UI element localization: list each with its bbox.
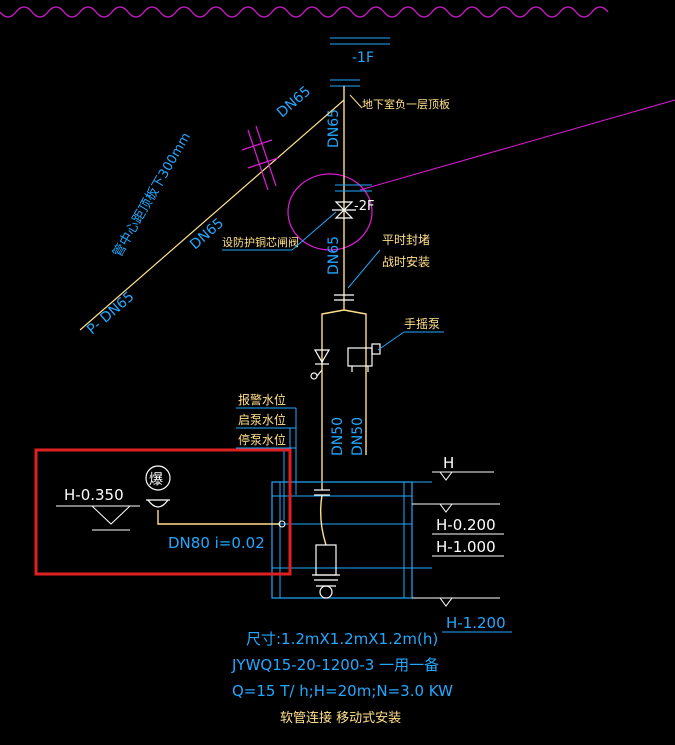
p-dn65-label: P- DN65 [84,289,137,338]
dn80-slope-label: DN80 i=0.02 [168,534,265,552]
explosion-label: 爆 [149,472,163,488]
h-0200-label: H-0.200 [436,516,496,534]
diagonal-pipe [79,99,345,331]
hand-pump-symbol [347,343,381,372]
start-level-label: 启泵水位 [238,412,286,427]
spec-size: 尺寸:1.2mX1.2mX1.2m(h) [246,630,438,648]
magenta-leader-line [359,99,675,191]
top-wavy-line [0,6,609,18]
gate-valve-symbol [332,201,356,219]
highlight-box [34,448,292,576]
sump-pit [271,481,413,599]
war-install-label: 战时安装 [382,254,430,269]
spec-model: JYWQ15-20-1200-3 一用一备 [231,656,439,674]
dn65-diagonal-top-label: DN65 [274,83,314,121]
basement-roof-label: 地下室负一层顶板 [362,97,450,111]
check-valve-symbol [310,349,331,380]
dn80-drain-pipe [157,510,280,525]
pipe-split-left [321,309,345,490]
pipe-center-note: 管中心距顶板下300mm [110,130,194,260]
h-top-triangle [439,471,453,481]
h-left-label: H-0.350 [64,486,124,504]
basement-roof-leader [349,94,363,109]
dn50-label-a: DN50 [330,417,346,456]
spec-install: 软管连接 移动式安装 [280,710,401,726]
h-1200-triangle [439,597,453,607]
peace-seal-label: 平时封堵 [382,233,430,247]
spec-flow: Q=15 T/ h;H=20m;N=3.0 KW [232,682,453,700]
pipe-hanger-symbol [241,125,279,191]
hand-pump-leader [377,331,405,351]
floor-minus2-label: -2F [354,199,374,214]
submersible-pump-symbol [312,544,340,599]
dn65-vertical-mid-label: DN65 [326,236,342,275]
alarm-level-label: 报警水位 [238,392,286,407]
pipe-split-right [343,309,367,455]
valve-leader [291,211,337,251]
h-0200-triangle [439,503,453,513]
dn50-label-b: DN50 [350,417,366,456]
magenta-valve-circle [287,173,373,251]
flexible-hose [319,494,327,546]
h-1000-label: H-1.000 [436,538,496,556]
seal-leader [347,249,381,289]
h-left-triangle [90,505,132,525]
valve-label: 设防护铜芯闸阀 [222,235,299,249]
dn65-vertical-top-label: DN65 [326,109,342,148]
hand-pump-label: 手摇泵 [404,317,440,331]
floor-minus1-label: -1F [352,50,374,66]
floor-drain-cup [147,499,169,508]
h-1200-label: H-1.200 [446,614,506,632]
drain-outlet-circle [278,520,286,528]
stop-level-label: 停泵水位 [238,432,286,447]
explosion-circle [145,465,171,491]
h-top-label: H [443,454,454,472]
